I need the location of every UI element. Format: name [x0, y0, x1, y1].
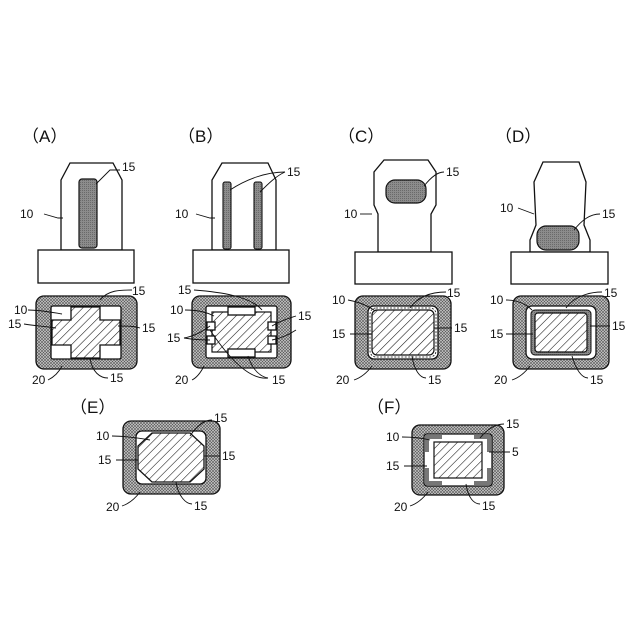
- svg-text:20: 20: [106, 500, 120, 514]
- svg-text:20: 20: [32, 373, 46, 387]
- svg-text:15: 15: [8, 317, 22, 331]
- svg-text:10: 10: [332, 293, 346, 307]
- svg-text:15: 15: [590, 373, 604, 387]
- panel-a: （A） 15 10 15 10 15 15 15 20: [8, 127, 156, 387]
- d-core-15: [535, 313, 587, 352]
- panel-d-title: （D）: [495, 127, 541, 146]
- svg-text:15: 15: [98, 453, 112, 467]
- svg-text:20: 20: [494, 373, 508, 387]
- svg-text:10: 10: [175, 207, 189, 221]
- panel-b-title: （B）: [178, 127, 223, 146]
- svg-text:10: 10: [170, 303, 184, 317]
- svg-text:20: 20: [175, 373, 189, 387]
- svg-text:10: 10: [386, 430, 400, 444]
- svg-text:15: 15: [110, 371, 124, 385]
- d-member-15: [537, 226, 579, 250]
- b-base: [193, 250, 289, 283]
- svg-text:10: 10: [14, 303, 28, 317]
- svg-text:20: 20: [336, 373, 350, 387]
- panel-b: （B） 15 10 15 10 15 15 15 20: [167, 127, 312, 387]
- svg-text:10: 10: [96, 429, 110, 443]
- svg-text:10: 10: [490, 293, 504, 307]
- b-element-10: [212, 163, 276, 250]
- svg-text:15: 15: [132, 284, 146, 298]
- c-member-15: [386, 180, 426, 203]
- svg-text:15: 15: [222, 449, 236, 463]
- panel-a-title: （A）: [22, 127, 67, 146]
- svg-text:15: 15: [386, 459, 400, 473]
- c-base: [355, 252, 452, 284]
- panel-f: （F） 15 10 15 5 15 20: [367, 398, 520, 514]
- panel-d: （D） 15 10 15 10 15 15 15 20: [490, 127, 626, 387]
- f-core-15: [434, 442, 482, 478]
- panel-c: （C） 15 10 15 10 15 15 15 20: [332, 127, 468, 387]
- svg-text:15: 15: [604, 286, 618, 300]
- svg-text:10: 10: [344, 207, 358, 221]
- svg-text:15: 15: [194, 499, 208, 513]
- b-member-15-right: [254, 182, 262, 249]
- svg-text:15: 15: [178, 283, 192, 297]
- svg-text:15: 15: [446, 165, 460, 179]
- panel-c-title: （C）: [338, 127, 384, 146]
- svg-text:15: 15: [454, 321, 468, 335]
- svg-text:15: 15: [214, 411, 228, 425]
- a-member-15: [79, 179, 97, 248]
- panel-e-title: （E）: [70, 398, 115, 417]
- svg-text:15: 15: [332, 327, 346, 341]
- b-member-15-left: [223, 182, 231, 249]
- svg-text:10: 10: [500, 201, 514, 215]
- svg-text:10: 10: [20, 207, 34, 221]
- svg-text:5: 5: [512, 445, 519, 459]
- svg-text:15: 15: [428, 373, 442, 387]
- c-core-15: [372, 310, 434, 355]
- b-core-15: [212, 312, 271, 352]
- svg-text:15: 15: [298, 309, 312, 323]
- svg-text:20: 20: [394, 500, 408, 514]
- svg-text:15: 15: [602, 207, 616, 221]
- svg-text:15: 15: [612, 319, 626, 333]
- panel-e: （E） 15 10 15 15 15 20: [70, 398, 236, 514]
- svg-text:15: 15: [447, 286, 461, 300]
- e-octagon-15: [138, 433, 204, 482]
- svg-text:15: 15: [272, 373, 286, 387]
- svg-text:15: 15: [142, 321, 156, 335]
- d-base: [511, 252, 608, 284]
- svg-text:15: 15: [506, 417, 520, 431]
- svg-text:15: 15: [167, 331, 181, 345]
- panel-f-title: （F）: [367, 398, 411, 417]
- c-element-10: [374, 160, 436, 252]
- svg-text:15: 15: [122, 160, 136, 174]
- a-base: [38, 250, 134, 283]
- svg-text:15: 15: [490, 327, 504, 341]
- svg-text:15: 15: [482, 499, 496, 513]
- svg-text:15: 15: [287, 165, 301, 179]
